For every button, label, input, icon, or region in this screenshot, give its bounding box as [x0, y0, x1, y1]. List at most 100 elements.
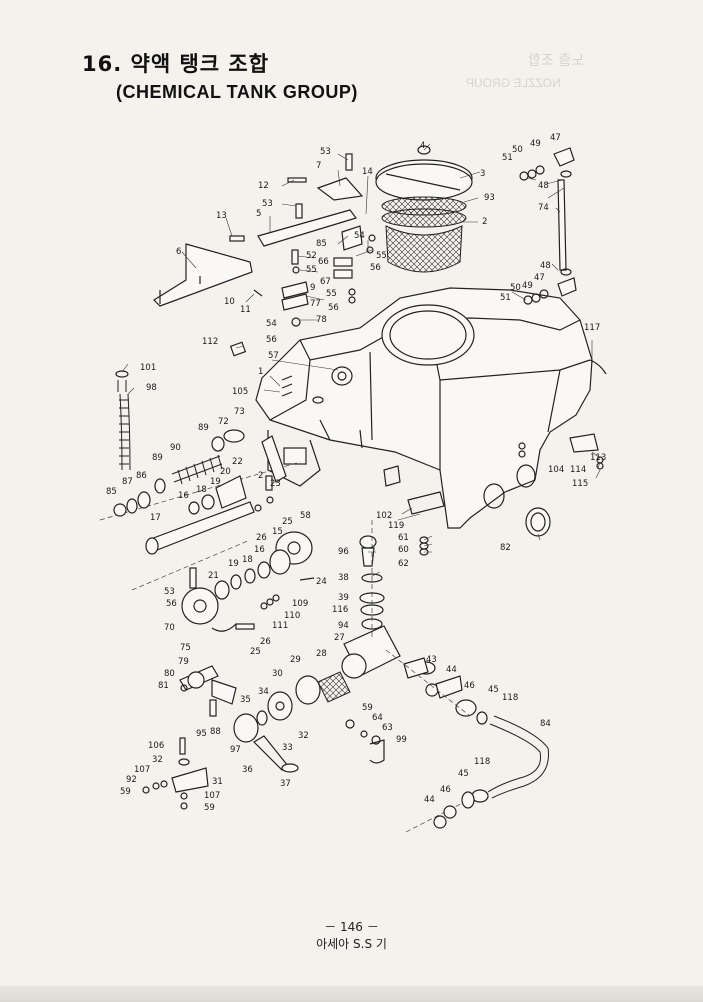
callout-30: 30: [272, 669, 283, 679]
callout-55c: 55: [326, 289, 337, 299]
callout-33: 33: [282, 743, 293, 753]
callout-56c: 56: [266, 335, 277, 345]
callout-94: 94: [338, 621, 349, 631]
callout-85a: 85: [316, 239, 327, 249]
callout-48a: 48: [538, 181, 549, 191]
callout-60: 60: [398, 545, 409, 555]
callout-88: 88: [210, 727, 221, 737]
callout-81: 81: [158, 681, 169, 691]
callout-25b: 25: [282, 517, 293, 527]
callout-70: 70: [164, 623, 175, 633]
callout-34: 34: [258, 687, 269, 697]
callout-55a: 55: [376, 251, 387, 261]
callout-53c: 53: [164, 587, 175, 597]
callout-110: 110: [284, 611, 300, 621]
callout-113: 113: [590, 453, 606, 463]
callout-7: 7: [316, 161, 321, 171]
outlet-valve-assembly: [233, 520, 488, 833]
callout-45b: 45: [458, 769, 469, 779]
leader-lines: [121, 143, 601, 577]
callout-3: 3: [480, 169, 485, 179]
callout-75: 75: [180, 643, 191, 653]
callout-2b: 2: [258, 471, 263, 481]
callout-1: 1: [258, 367, 263, 377]
section-title-korean: 16. 약액 탱크 조합: [82, 52, 270, 76]
callout-82: 82: [500, 543, 511, 553]
callout-13: 13: [216, 211, 227, 221]
callout-47a: 47: [550, 133, 561, 143]
callout-11: 11: [240, 305, 251, 315]
callout-10: 10: [224, 297, 235, 307]
callout-45a: 45: [488, 685, 499, 695]
callout-93: 93: [484, 193, 495, 203]
callout-111: 111: [272, 621, 288, 631]
callout-9: 9: [310, 283, 315, 293]
callout-79: 79: [178, 657, 189, 667]
callout-32a: 32: [298, 731, 309, 741]
callout-22: 22: [232, 457, 243, 467]
callout-56a: 56: [370, 263, 381, 273]
callout-47b: 47: [534, 273, 545, 283]
callout-46a: 46: [464, 681, 475, 691]
callout-78: 78: [316, 315, 327, 325]
callout-27: 27: [334, 633, 345, 643]
callout-85b: 85: [106, 487, 117, 497]
callout-74: 74: [538, 203, 549, 213]
callout-107b: 107: [204, 791, 220, 801]
misc-parts: [229, 341, 551, 556]
callout-112: 112: [202, 337, 218, 347]
delivery-hose: [433, 715, 549, 829]
callout-19b: 19: [210, 477, 221, 487]
callout-51b: 51: [500, 293, 511, 303]
callout-39: 39: [338, 593, 349, 603]
callout-107a: 107: [134, 765, 150, 775]
callout-54a: 54: [354, 231, 365, 241]
callout-18b: 18: [196, 485, 207, 495]
callout-66: 66: [318, 257, 329, 267]
return-pipe-assembly: [518, 147, 607, 470]
callout-23: 23: [270, 479, 281, 489]
scan-edge: [0, 986, 703, 1002]
callout-54b: 54: [266, 319, 277, 329]
callout-109: 109: [292, 599, 308, 609]
callout-59a: 59: [362, 703, 373, 713]
callout-105: 105: [232, 387, 248, 397]
callout-36: 36: [242, 765, 253, 775]
callout-17: 17: [150, 513, 161, 523]
callout-4: 4: [420, 141, 425, 151]
callout-51a: 51: [502, 153, 513, 163]
callout-87: 87: [122, 477, 133, 487]
callout-61: 61: [398, 533, 409, 543]
callout-99: 99: [396, 735, 407, 745]
callout-57: 57: [268, 351, 279, 361]
callout-73: 73: [234, 407, 245, 417]
pump-shaft-assembly: [99, 429, 315, 632]
callout-43: 43: [426, 655, 437, 665]
callout-28: 28: [316, 649, 327, 659]
page-number: － 146 －: [324, 920, 379, 934]
callout-86: 86: [136, 471, 147, 481]
callout-97: 97: [230, 745, 241, 755]
publisher-name: 아세아 S.S 기: [316, 937, 387, 951]
callout-59b: 59: [120, 787, 131, 797]
callout-58: 58: [300, 511, 311, 521]
callout-35: 35: [240, 695, 251, 705]
callout-37: 37: [280, 779, 291, 789]
callout-29: 29: [290, 655, 301, 665]
callout-32b: 32: [152, 755, 163, 765]
callout-56d: 56: [166, 599, 177, 609]
lower-bracket-assembly: [142, 665, 237, 810]
strainer-basket: [375, 145, 473, 273]
callout-115: 115: [572, 479, 588, 489]
callout-117: 117: [584, 323, 600, 333]
callout-49b: 49: [522, 281, 533, 291]
callout-44b: 44: [424, 795, 435, 805]
callout-104: 104: [548, 465, 564, 475]
callout-46b: 46: [440, 785, 451, 795]
callout-77: 77: [310, 299, 321, 309]
callout-67: 67: [320, 277, 331, 287]
callout-20: 20: [220, 467, 231, 477]
suction-hose: [115, 370, 131, 471]
callout-49a: 49: [530, 139, 541, 149]
